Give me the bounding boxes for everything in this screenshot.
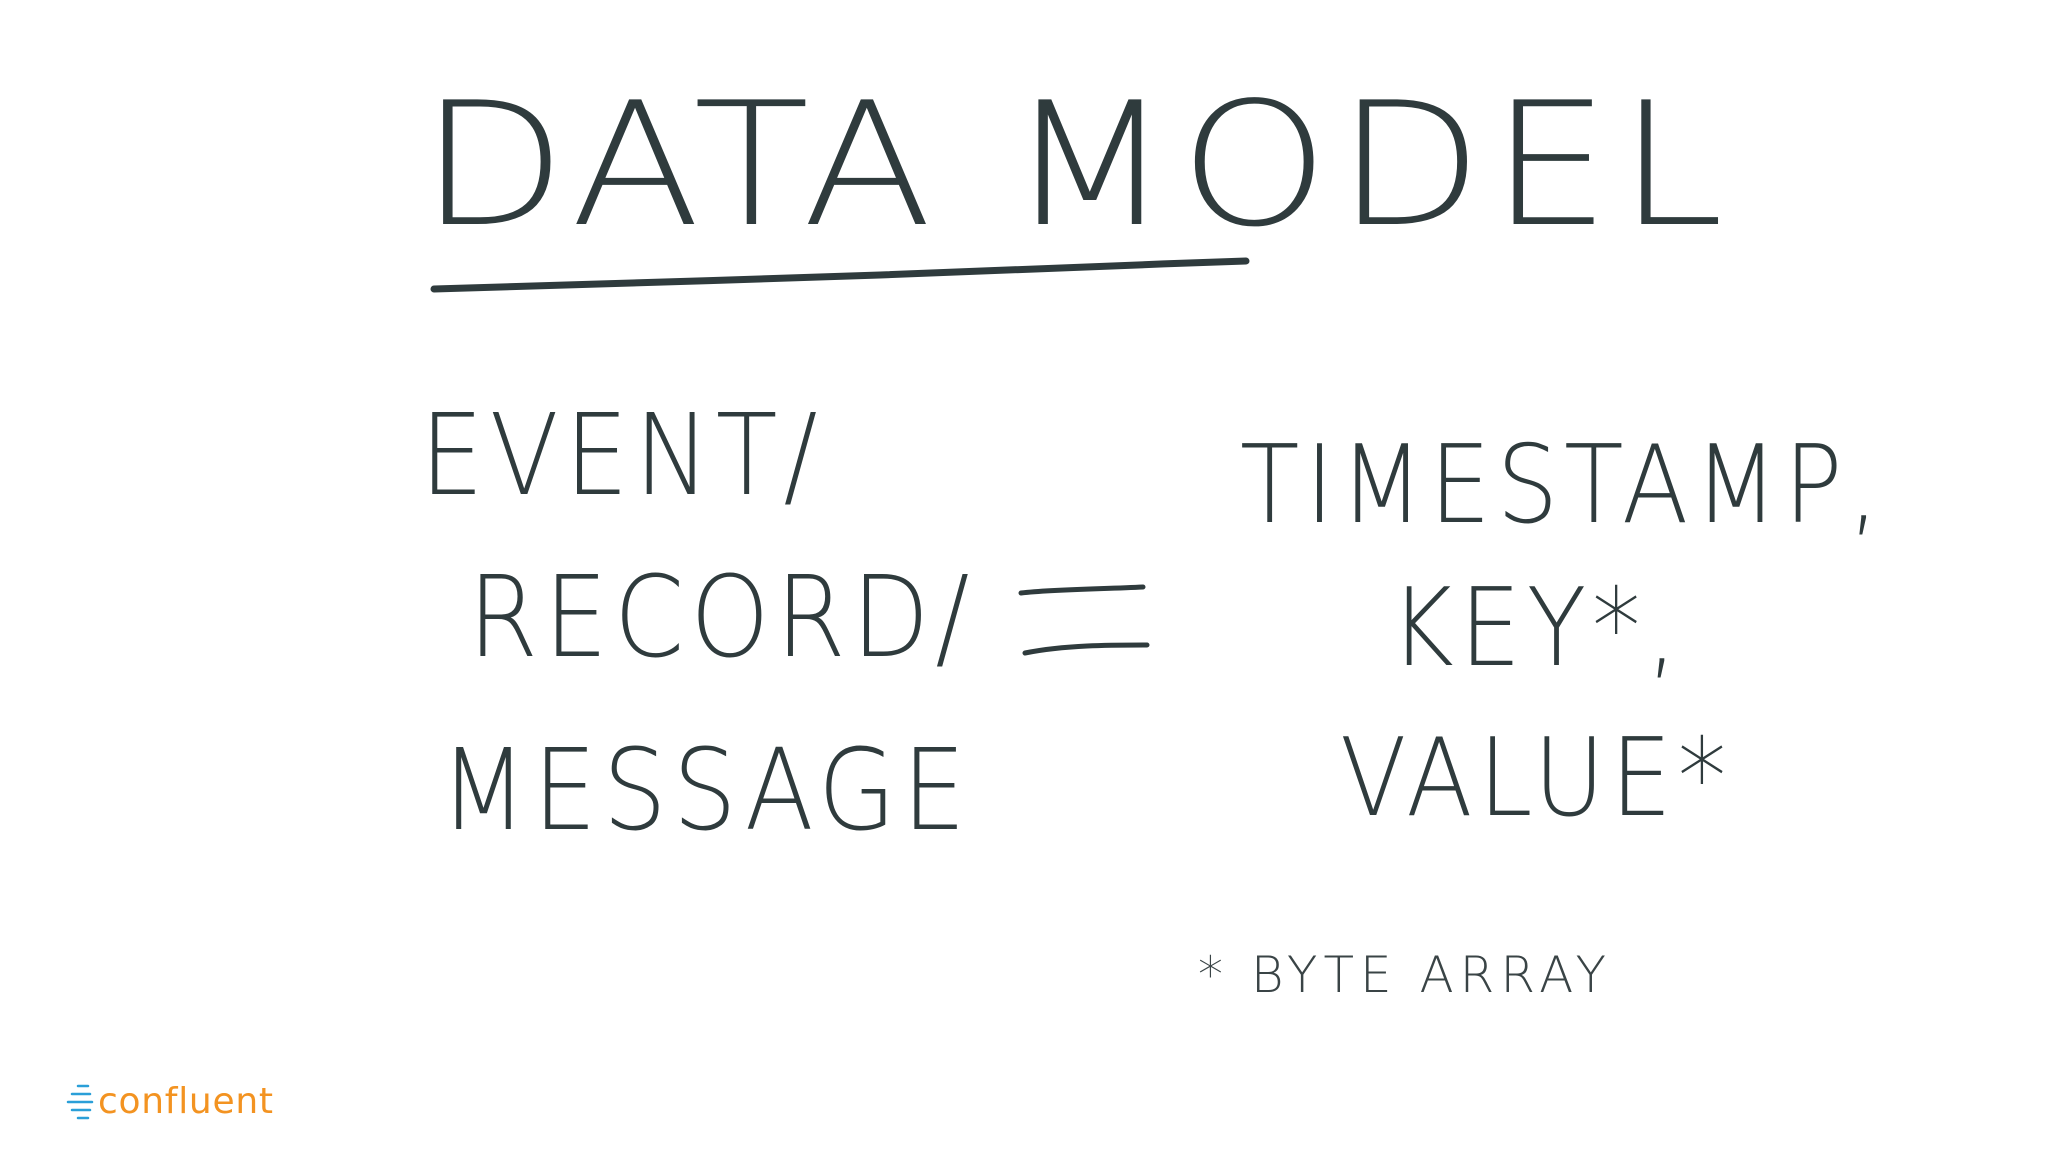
confluent-logo-icon: [66, 1084, 94, 1120]
field-value: VALUE*: [1340, 716, 1733, 841]
equals-sign: =: [1018, 584, 1150, 656]
field-key: KEY*,: [1390, 566, 1684, 691]
term-record: RECORD/: [468, 553, 976, 683]
title-underline: [430, 257, 1250, 293]
field-timestamp: TIMESTAMP,: [1240, 423, 1886, 548]
term-event: EVENT/: [420, 391, 824, 521]
footnote-byte-array: * BYTE ARRAY: [1198, 946, 1612, 1004]
confluent-logo: confluent: [66, 1080, 274, 1124]
term-message: MESSAGE: [440, 726, 972, 856]
slide-title: DATA MODEL: [420, 65, 1732, 265]
confluent-logo-text: confluent: [98, 1081, 274, 1122]
